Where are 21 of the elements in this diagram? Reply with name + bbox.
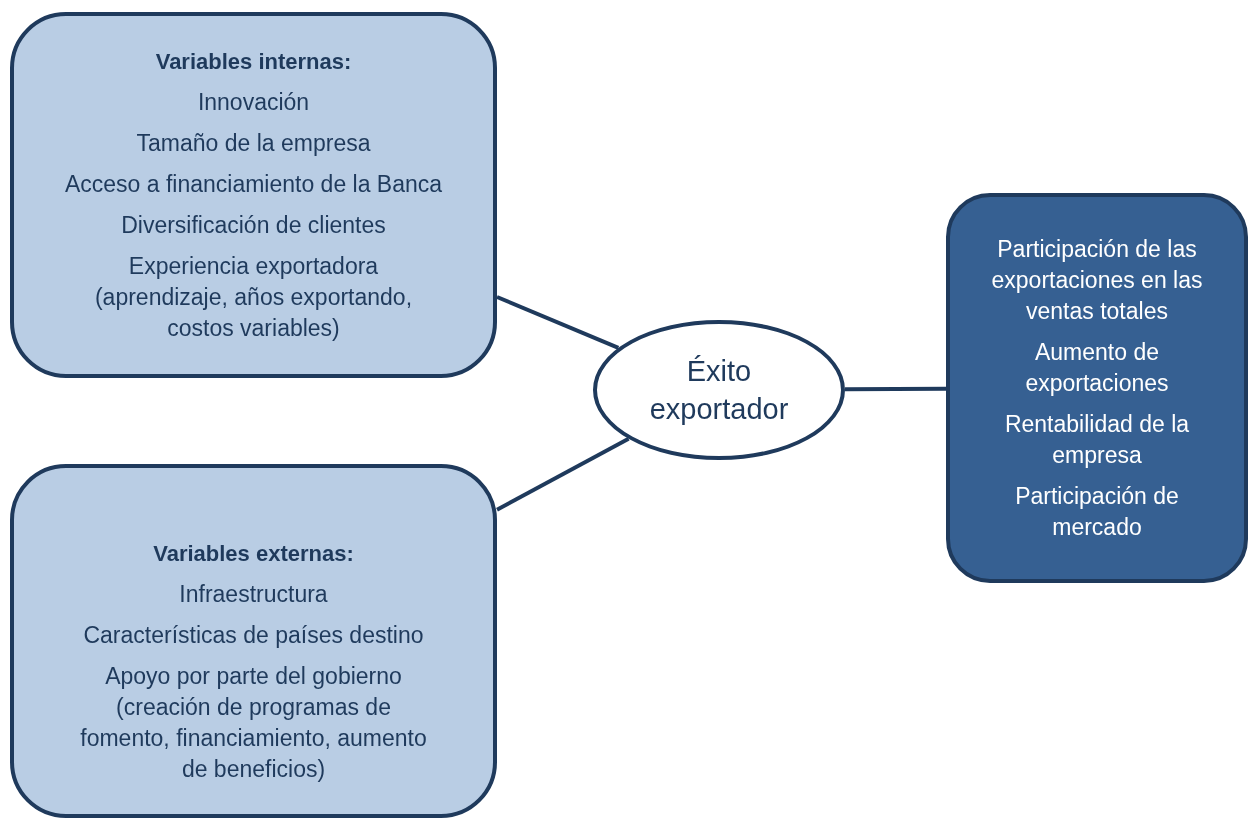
list-item: Participación de las exportaciones en las ventas totales [990, 234, 1204, 326]
list-item: Acceso a financiamiento de la Banca [64, 170, 443, 199]
list-item: Rentabilidad de la empresa [1003, 409, 1191, 470]
list-item: Infraestructura [179, 579, 328, 609]
list-item: Apoyo por parte del gobierno (creación de programas de fomento, financiamiento, aumento de beneficios) [79, 661, 428, 784]
list-item: Innovación [197, 88, 310, 117]
connector-line [845, 386, 946, 392]
result-box [946, 193, 1248, 583]
connector-line [496, 295, 620, 350]
list-item: Aumento de exportaciones [1024, 337, 1170, 398]
list-item: Diversificación de clientes [121, 211, 386, 240]
variables-box [10, 464, 497, 818]
variables-box [10, 12, 497, 378]
list-item: Características de países destino [83, 620, 424, 650]
box-heading: Variables internas: [155, 48, 352, 76]
node-label: Éxito exportador [648, 354, 790, 427]
list-item: Participación de mercado [1014, 481, 1180, 542]
list-item: Experiencia exportadora (aprendizaje, años exportando, costos variables) [93, 252, 414, 343]
box-heading: Variables externas: [153, 539, 354, 568]
list-item: Tamaño de la empresa [136, 129, 371, 158]
connector-line [496, 437, 630, 512]
